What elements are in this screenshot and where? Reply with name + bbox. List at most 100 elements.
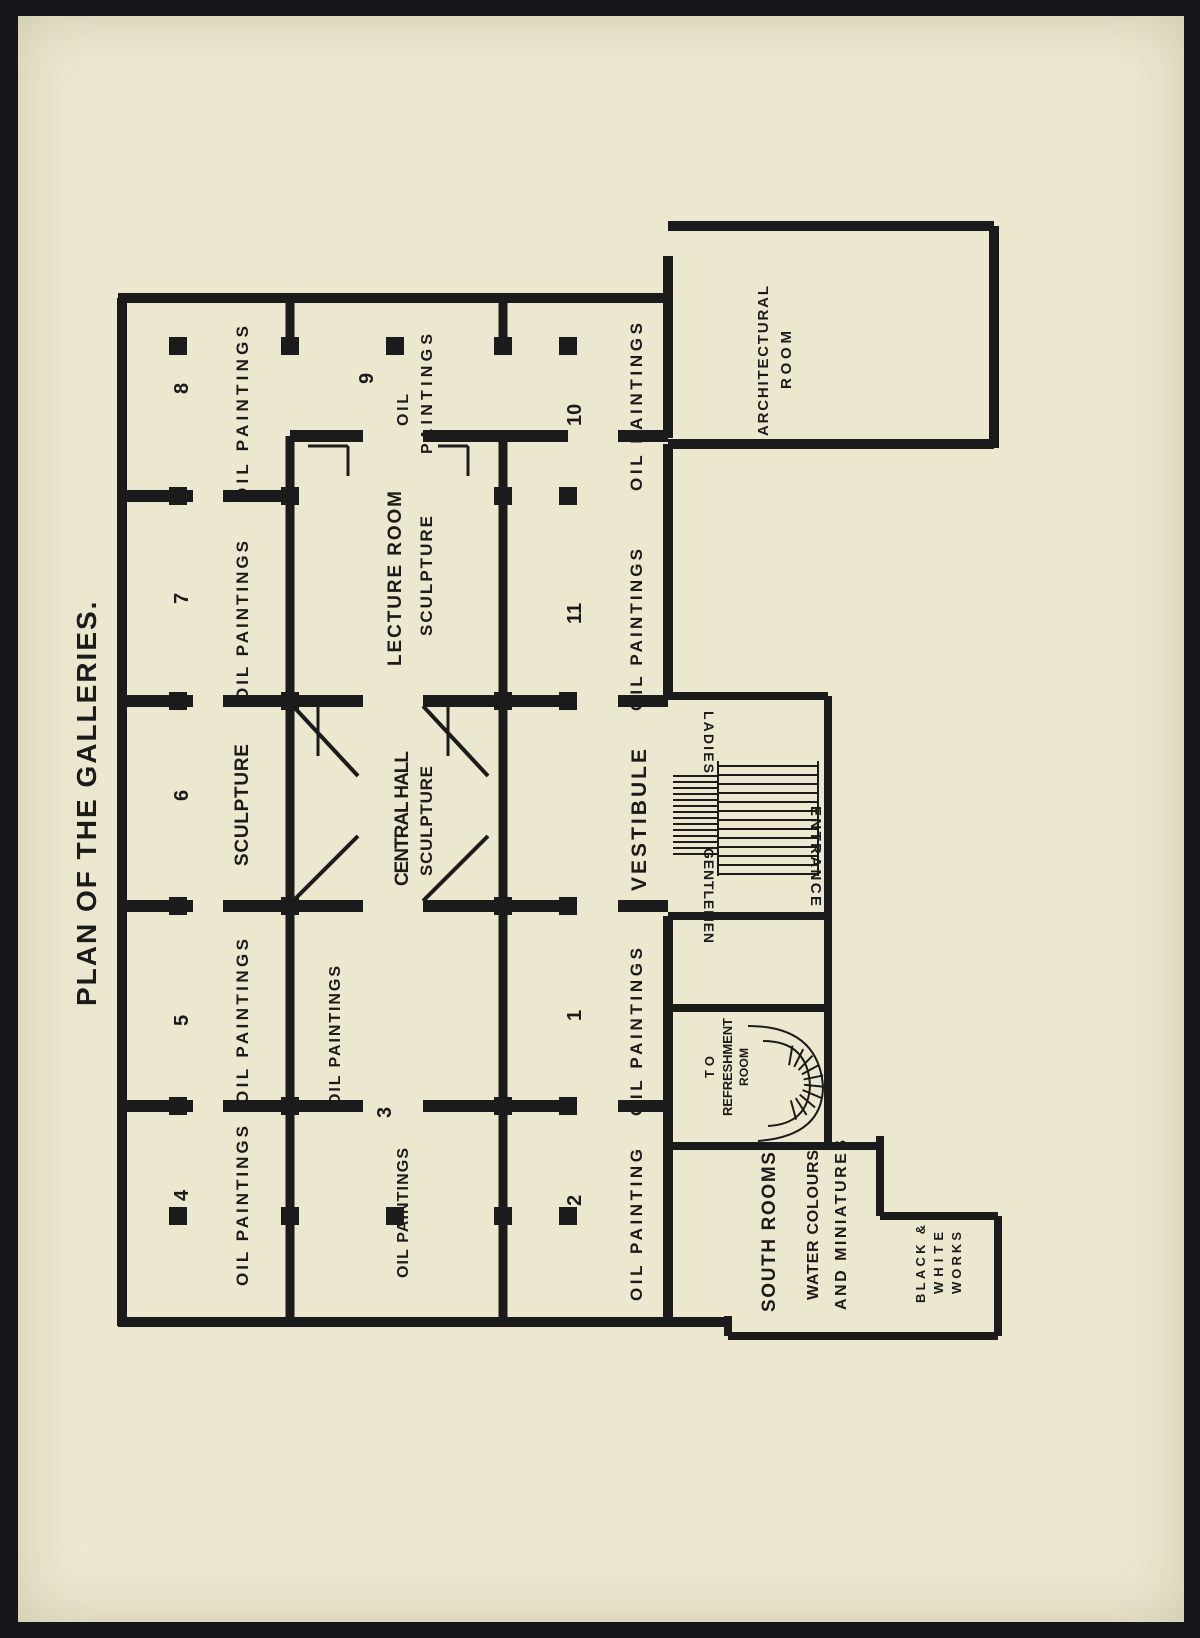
wall-detail bbox=[789, 1100, 798, 1120]
wall-segment bbox=[281, 1207, 299, 1225]
wall-segment bbox=[618, 430, 668, 442]
wall-segment bbox=[290, 430, 363, 442]
wall-segment bbox=[663, 256, 673, 438]
wall-detail bbox=[291, 834, 360, 903]
label-water-colours: WATER COLOURS bbox=[805, 1150, 822, 1300]
wall-segment bbox=[728, 1332, 998, 1340]
wall-detail bbox=[799, 1093, 816, 1109]
wall-segment bbox=[876, 1136, 884, 1216]
wall-segment bbox=[668, 439, 994, 449]
wall-segment bbox=[989, 226, 999, 448]
label-to: TO bbox=[702, 1056, 717, 1078]
room-number-8: 8 bbox=[171, 383, 193, 394]
wall-detail bbox=[421, 834, 490, 903]
room-number-5: 5 bbox=[171, 1015, 193, 1026]
label-gentlemen: GENTLEMEN bbox=[701, 848, 717, 943]
label-black-and: BLACK & bbox=[913, 1225, 928, 1303]
label-oil-paintings-room-7: OIL PAINTINGS bbox=[233, 541, 252, 701]
wall-segment bbox=[117, 298, 127, 1326]
label-sculpture-central-hall: SCULPTURE bbox=[417, 766, 436, 876]
room-number-9: 9 bbox=[356, 373, 378, 384]
room-number-1: 1 bbox=[564, 1010, 586, 1021]
wall-detail bbox=[802, 1089, 822, 1099]
wall-segment bbox=[880, 1212, 998, 1220]
wall-segment bbox=[169, 487, 187, 505]
wall-segment bbox=[223, 490, 290, 502]
wall-segment bbox=[724, 1316, 732, 1336]
wall-segment bbox=[503, 430, 568, 442]
wall-segment bbox=[423, 430, 503, 442]
label-paintings-room-9: PAINTINGS bbox=[419, 334, 436, 454]
wall-detail bbox=[803, 1074, 824, 1081]
label-oil-paintings-room-1: OIL PAINTINGS bbox=[627, 948, 646, 1116]
wall-segment bbox=[668, 1142, 880, 1150]
wall-segment bbox=[169, 337, 187, 355]
room-number-4: 4 bbox=[171, 1189, 193, 1201]
wall-segment bbox=[290, 900, 363, 912]
refreshment-stair bbox=[747, 1025, 825, 1142]
wall-segment bbox=[503, 695, 568, 707]
wall-segment bbox=[503, 900, 568, 912]
wall-segment bbox=[503, 1100, 568, 1112]
wall-segment bbox=[824, 696, 832, 1008]
wall-segment bbox=[281, 1097, 299, 1115]
wall-segment bbox=[118, 1317, 728, 1327]
label-oil-paintings-room-8: OIL PAINTINGS bbox=[233, 326, 252, 501]
label-oil-paintings-room-10: OIL PAINTINGS bbox=[627, 323, 646, 491]
wall-segment bbox=[618, 900, 668, 912]
wall-segment bbox=[223, 695, 290, 707]
wall-segment bbox=[169, 1207, 187, 1225]
wall-segment bbox=[494, 337, 512, 355]
wall-segment bbox=[290, 1100, 363, 1112]
label-sculpture-room-6: SCULPTURE bbox=[232, 744, 253, 866]
wall-detail bbox=[794, 1097, 808, 1116]
label-oil-paintings-room-4: OIL PAINTINGS bbox=[233, 1126, 252, 1286]
wall-segment bbox=[223, 1100, 290, 1112]
label-architectural-room: ROOM bbox=[778, 331, 795, 389]
wall-segment bbox=[169, 692, 187, 710]
wall-segment bbox=[169, 897, 187, 915]
wall-segment bbox=[285, 298, 295, 346]
wall-segment bbox=[386, 337, 404, 355]
label-white: WHITE bbox=[931, 1232, 946, 1294]
wall-segment bbox=[169, 1097, 187, 1115]
wall-detail bbox=[421, 704, 490, 778]
room-number-2: 2 bbox=[564, 1195, 586, 1206]
wall-segment bbox=[498, 436, 508, 1322]
wall-segment bbox=[559, 692, 577, 710]
room-number-3: 3 bbox=[374, 1107, 396, 1118]
wall-segment bbox=[824, 1008, 832, 1146]
wall-segment bbox=[663, 444, 673, 696]
wall-segment bbox=[559, 1097, 577, 1115]
wall-segment bbox=[494, 897, 512, 915]
wall-segment bbox=[281, 487, 299, 505]
wall-segment bbox=[494, 692, 512, 710]
label-central-hall: CENTRAL HALL bbox=[392, 751, 413, 886]
wall-segment bbox=[559, 337, 577, 355]
wall-segment bbox=[118, 293, 668, 303]
wall-segment bbox=[668, 912, 828, 920]
wall-segment bbox=[498, 298, 508, 346]
wall-segment bbox=[559, 1207, 577, 1225]
page-sheet: PLAN OF THE GALLERIES. 4 5 6 7 8 3 9 2 1… bbox=[18, 16, 1184, 1622]
wall-segment bbox=[386, 1207, 404, 1225]
wall-segment bbox=[559, 487, 577, 505]
wall-segment bbox=[559, 897, 577, 915]
label-oil-painting-room-2: OIL PAINTING bbox=[627, 1149, 646, 1301]
wall-detail bbox=[797, 1055, 814, 1071]
wall-segment bbox=[290, 695, 363, 707]
label-oil-room-9: OIL bbox=[395, 394, 412, 426]
label-oil-paintings-room-3: OIL PAINTINGS bbox=[395, 1148, 412, 1278]
wall-segment bbox=[423, 900, 503, 912]
wall-segment bbox=[618, 695, 668, 707]
label-oil-paintings-room-5b: OIL PAINTINGS bbox=[327, 966, 344, 1106]
walls bbox=[117, 221, 1002, 1340]
wall-segment bbox=[494, 487, 512, 505]
label-oil-paintings-room-5a: OIL PAINTINGS bbox=[233, 939, 252, 1104]
room-number-11: 11 bbox=[564, 603, 586, 624]
label-vestibule: VESTIBULE bbox=[628, 749, 651, 891]
label-architectural: ARCHITECTURAL bbox=[755, 286, 772, 436]
wall-detail bbox=[801, 1063, 820, 1076]
room-number-7: 7 bbox=[171, 593, 193, 604]
wall-segment bbox=[618, 1100, 668, 1112]
